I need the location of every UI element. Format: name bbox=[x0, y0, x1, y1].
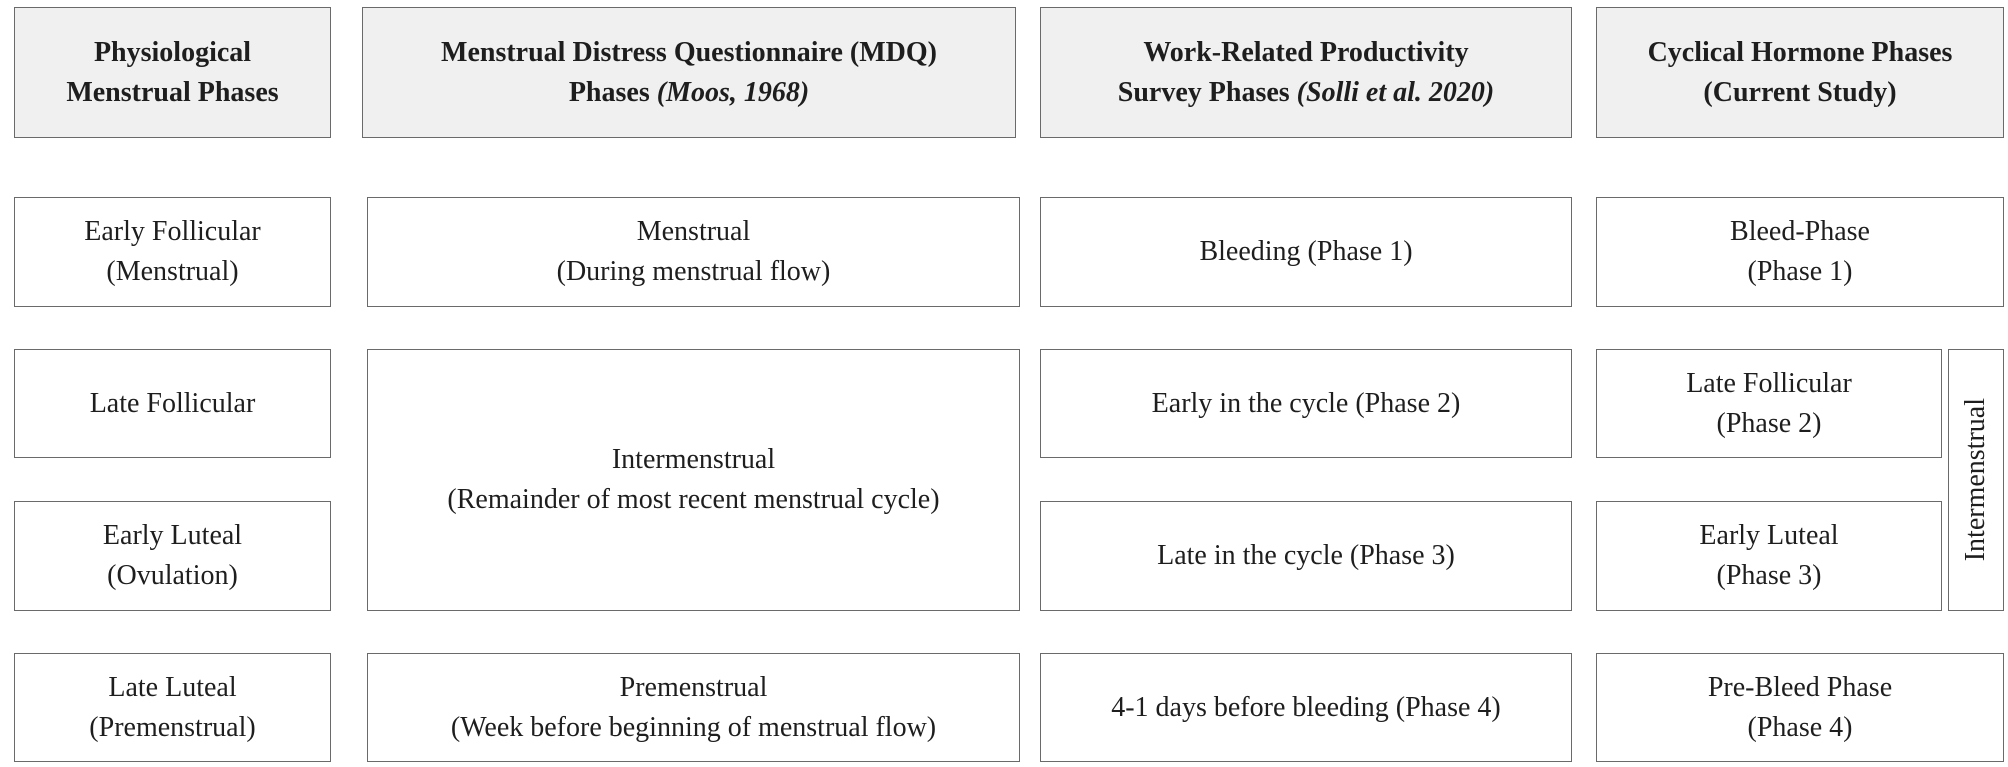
header-work-line1: Work-Related Productivity bbox=[1143, 36, 1469, 68]
work-late-cycle-box: Late in the cycle (Phase 3) bbox=[1040, 501, 1572, 611]
cyclical-bleed-phase-box: Bleed-Phase (Phase 1) bbox=[1596, 197, 2004, 307]
physiological-early-luteal-line2: (Ovulation) bbox=[107, 560, 238, 591]
cyclical-pre-bleed-phase-box: Pre-Bleed Phase (Phase 4) bbox=[1596, 653, 2004, 762]
physiological-early-follicular-box: Early Follicular (Menstrual) bbox=[14, 197, 331, 307]
mdq-menstrual-box: Menstrual (During menstrual flow) bbox=[367, 197, 1020, 307]
intermenstrual-bracket-label: Intermenstrual bbox=[1960, 398, 1991, 562]
cyclical-early-luteal-line1: Early Luteal bbox=[1699, 520, 1839, 552]
mdq-intermenstrual-box: Intermenstrual (Remainder of most recent… bbox=[367, 349, 1020, 611]
work-late-cycle-line1: Late in the cycle (Phase 3) bbox=[1157, 540, 1455, 572]
mdq-menstrual-line1: Menstrual bbox=[636, 216, 751, 248]
header-mdq-phases: Menstrual Distress Questionnaire (MDQ) P… bbox=[362, 7, 1016, 138]
physiological-late-luteal-line2: (Premenstrual) bbox=[89, 711, 256, 743]
header-mdq-citation: (Moos, 1968) bbox=[656, 76, 810, 108]
physiological-early-luteal-box: Early Luteal (Ovulation) bbox=[14, 501, 331, 611]
physiological-early-luteal-line1: Early Luteal bbox=[102, 520, 243, 552]
header-mdq-line2-plain: Phases bbox=[568, 76, 657, 108]
mdq-menstrual-line2: (During menstrual flow) bbox=[556, 256, 831, 287]
mdq-premenstrual-line1: Premenstrual bbox=[619, 671, 768, 703]
physiological-late-luteal-box: Late Luteal (Premenstrual) bbox=[14, 653, 331, 762]
header-cyclical-line2: (Current Study) bbox=[1703, 76, 1897, 108]
cyclical-late-follicular-line2: (Phase 2) bbox=[1716, 407, 1822, 439]
cyclical-late-follicular-line1: Late Follicular bbox=[1686, 367, 1852, 399]
work-early-cycle-line1: Early in the cycle (Phase 2) bbox=[1151, 387, 1461, 419]
work-pre-bleeding-box: 4-1 days before bleeding (Phase 4) bbox=[1040, 653, 1572, 762]
physiological-late-luteal-line1: Late Luteal bbox=[108, 671, 237, 703]
physiological-early-follicular-line1: Early Follicular bbox=[84, 216, 261, 248]
cyclical-bleed-phase-line1: Bleed-Phase bbox=[1730, 216, 1870, 248]
cyclical-early-luteal-line2: (Phase 3) bbox=[1716, 560, 1822, 591]
cyclical-pre-bleed-phase-line2: (Phase 4) bbox=[1747, 711, 1853, 743]
header-cyclical-line1: Cyclical Hormone Phases bbox=[1647, 36, 1953, 68]
header-work-line2: Survey Phases (Solli et al. 2020) bbox=[1118, 73, 1494, 113]
cyclical-pre-bleed-phase-line1: Pre-Bleed Phase bbox=[1707, 671, 1893, 703]
header-work-citation: (Solli et al. 2020) bbox=[1296, 76, 1495, 108]
physiological-late-follicular-box: Late Follicular bbox=[14, 349, 331, 458]
cyclical-late-follicular-box: Late Follicular (Phase 2) bbox=[1596, 349, 1942, 458]
work-bleeding-line1: Bleeding (Phase 1) bbox=[1199, 236, 1413, 268]
mdq-intermenstrual-line2: (Remainder of most recent menstrual cycl… bbox=[447, 484, 940, 515]
work-pre-bleeding-line1: 4-1 days before bleeding (Phase 4) bbox=[1111, 691, 1501, 723]
physiological-early-follicular-line2: (Menstrual) bbox=[106, 256, 239, 287]
header-physiological-line1: Physiological bbox=[93, 36, 252, 68]
intermenstrual-bracket: Intermenstrual bbox=[1948, 349, 2004, 611]
header-mdq-line2: Phases (Moos, 1968) bbox=[569, 73, 809, 113]
header-cyclical-hormone-phases: Cyclical Hormone Phases (Current Study) bbox=[1596, 7, 2004, 138]
cyclical-early-luteal-box: Early Luteal (Phase 3) bbox=[1596, 501, 1942, 611]
work-bleeding-box: Bleeding (Phase 1) bbox=[1040, 197, 1572, 307]
header-physiological-phases: Physiological Menstrual Phases bbox=[14, 7, 331, 138]
header-mdq-line1: Menstrual Distress Questionnaire (MDQ) bbox=[441, 36, 937, 68]
mdq-premenstrual-line2: (Week before beginning of menstrual flow… bbox=[450, 711, 937, 743]
mdq-intermenstrual-line1: Intermenstrual bbox=[611, 444, 776, 476]
header-work-line2-plain: Survey Phases bbox=[1117, 76, 1297, 108]
mdq-premenstrual-box: Premenstrual (Week before beginning of m… bbox=[367, 653, 1020, 762]
cyclical-bleed-phase-line2: (Phase 1) bbox=[1747, 256, 1853, 287]
header-physiological-line2: Menstrual Phases bbox=[66, 76, 279, 108]
work-early-cycle-box: Early in the cycle (Phase 2) bbox=[1040, 349, 1572, 458]
header-work-productivity-phases: Work-Related Productivity Survey Phases … bbox=[1040, 7, 1572, 138]
physiological-late-follicular-line1: Late Follicular bbox=[89, 387, 256, 419]
